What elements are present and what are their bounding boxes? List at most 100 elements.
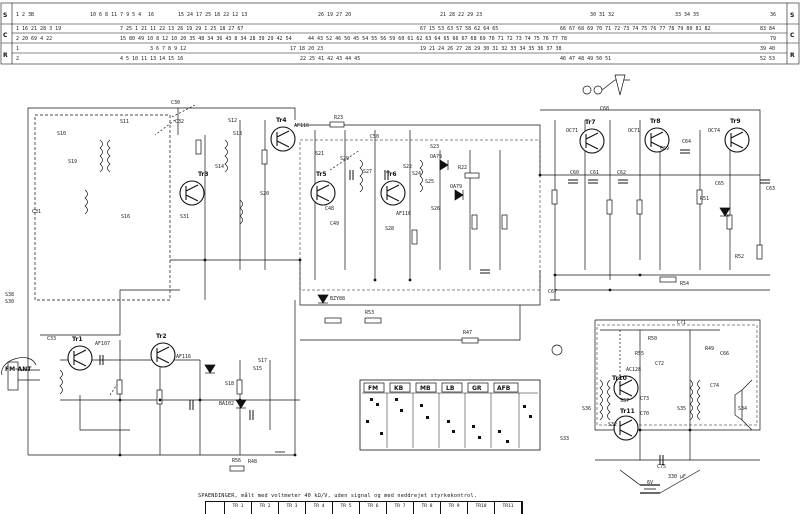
svg-text:67 15 53 63 57 58 62 64 65: 67 15 53 63 57 58 62 64 65 [420,26,498,32]
voltage-table-corner [206,502,225,514]
transistor-tr3: Tr3 [179,171,209,206]
transistor-tr11: Tr11 [613,408,639,441]
svg-text:C61: C61 [590,170,599,176]
svg-text:C33: C33 [47,336,56,342]
switch-col-mb: MB [420,385,431,392]
voltage-col-tr6: TR 6 [360,502,387,514]
svg-text:C64: C64 [682,139,691,145]
svg-text:S30: S30 [5,299,14,305]
svg-text:Tr3: Tr3 [198,171,209,178]
row-s-left: S [3,12,7,19]
fm-ant-label: FM-ANT [5,366,32,373]
switch-col-gr: GR [472,385,482,392]
svg-text:39 40: 39 40 [760,46,775,52]
svg-text:2: 2 [16,56,19,62]
transistor-tr6: Tr6 AF116 [380,171,411,217]
svg-text:S31: S31 [180,214,189,220]
svg-text:R56: R56 [232,458,241,464]
svg-text:C31: C31 [32,209,41,215]
svg-text:2 20 69 4 22: 2 20 69 4 22 [16,36,52,42]
svg-text:R47: R47 [463,330,472,336]
transistor-tr7: Tr7 OC71 [566,119,605,154]
svg-text:1 2 3B: 1 2 3B [16,12,34,18]
svg-text:S36: S36 [582,406,591,412]
svg-text:10 6 8 11 7 9 5 4: 10 6 8 11 7 9 5 4 [90,12,141,18]
svg-text:33 34 35: 33 34 35 [675,12,699,18]
svg-text:17 18 20 23: 17 18 20 23 [290,46,323,52]
svg-text:7 25 1 21 11 22 13 26 19 29 1: 7 25 1 21 11 22 13 26 19 29 1 25 18 27 6… [120,26,243,32]
svg-text:C48: C48 [325,206,334,212]
svg-text:Tr2: Tr2 [156,333,167,340]
svg-text:S17: S17 [258,358,267,364]
svg-text:R54: R54 [680,281,689,287]
svg-text:S11: S11 [120,119,129,125]
svg-text:S18: S18 [225,381,234,387]
svg-text:Tr7: Tr7 [585,119,596,126]
svg-text:S22: S22 [403,164,412,170]
diode-labels: BA102 OA79 OA79 BZY88 [219,154,462,407]
diode-d2: OA79 [430,154,442,160]
voltage-col-tr4: TR 4 [306,502,333,514]
svg-text:S12: S12 [228,118,237,124]
svg-text:22 25 41 42 43 44 45: 22 25 41 42 43 44 45 [300,56,360,62]
svg-text:30 31 32: 30 31 32 [590,12,614,18]
row-c-right: C [790,32,795,39]
svg-text:R50: R50 [648,336,657,342]
transistor-tr2: Tr2 AF116 [150,333,191,368]
voltage-col-tr11: TR11 [495,502,522,514]
schematic-wiring [1,74,770,494]
svg-text:C30: C30 [171,100,180,106]
diode-d4: BZY88 [330,296,345,302]
cap-330-label: 330 µF [668,474,686,480]
header-s-row: 1 2 3B 10 6 8 11 7 9 5 4 16 15 24 17 25 … [16,12,776,18]
svg-text:79: 79 [770,36,776,42]
svg-text:S19: S19 [68,159,77,165]
svg-text:Tr5: Tr5 [316,171,327,178]
voltage-col-tr10: TR10 [468,502,495,514]
voltage-col-tr2: TR 2 [252,502,279,514]
voltage-table-header: TR 1 TR 2 TR 3 TR 4 TR 5 TR 6 TR 7 TR 8 … [205,501,523,514]
svg-text:R55: R55 [635,351,644,357]
svg-text:S10: S10 [57,131,66,137]
header-row-letters: S C R S C R [3,12,795,59]
svg-text:S33: S33 [560,436,569,442]
svg-text:R23: R23 [334,115,343,121]
row-r-right: R [790,52,795,59]
svg-text:26 19 27 20: 26 19 27 20 [318,12,351,18]
voltage-caption: SPAENDINGER, målt med voltmeter 40 kΩ/V,… [198,493,478,499]
svg-text:19 21 24 26 27 28 29 30 31 32: 19 21 24 26 27 28 29 30 31 32 33 34 35 3… [420,46,561,52]
transistor-symbols: Tr1 AF107 Tr2 AF116 Tr3 Tr4 AF116 Tr5 Tr… [67,117,750,441]
svg-text:S27: S27 [363,169,372,175]
svg-text:AF116: AF116 [294,123,309,129]
svg-text:S35: S35 [677,406,686,412]
voltage-col-tr3: TR 3 [279,502,306,514]
svg-text:OC71: OC71 [566,128,578,134]
svg-text:S29: S29 [340,156,349,162]
svg-text:R51: R51 [700,196,709,202]
svg-text:Tr8: Tr8 [650,118,661,125]
svg-text:83 84: 83 84 [760,26,775,32]
svg-text:S16: S16 [121,214,130,220]
svg-text:C50: C50 [370,134,379,140]
svg-text:OC71: OC71 [628,128,640,134]
svg-text:AF116: AF116 [396,211,411,217]
svg-text:Tr6: Tr6 [386,171,397,178]
svg-text:C66: C66 [720,351,729,357]
svg-text:S38: S38 [5,292,14,298]
svg-text:R53: R53 [365,310,374,316]
switch-table: FM KB MB LB GR AFB [359,379,541,451]
row-s-right: S [790,12,794,19]
svg-text:S20: S20 [260,191,269,197]
svg-text:S13: S13 [233,131,242,137]
svg-text:C63: C63 [766,186,775,192]
svg-text:46 47 48 49 50 51: 46 47 48 49 50 51 [560,56,611,62]
svg-text:S34: S34 [738,406,747,412]
svg-text:C60: C60 [570,170,579,176]
voltage-col-tr7: TR 7 [387,502,414,514]
svg-text:R22: R22 [458,165,467,171]
svg-text:C62: C62 [617,170,626,176]
svg-text:Tr9: Tr9 [730,118,741,125]
svg-text:S26: S26 [431,206,440,212]
svg-text:15 24 17 25 18 22 12 13: 15 24 17 25 18 22 12 13 [178,12,247,18]
